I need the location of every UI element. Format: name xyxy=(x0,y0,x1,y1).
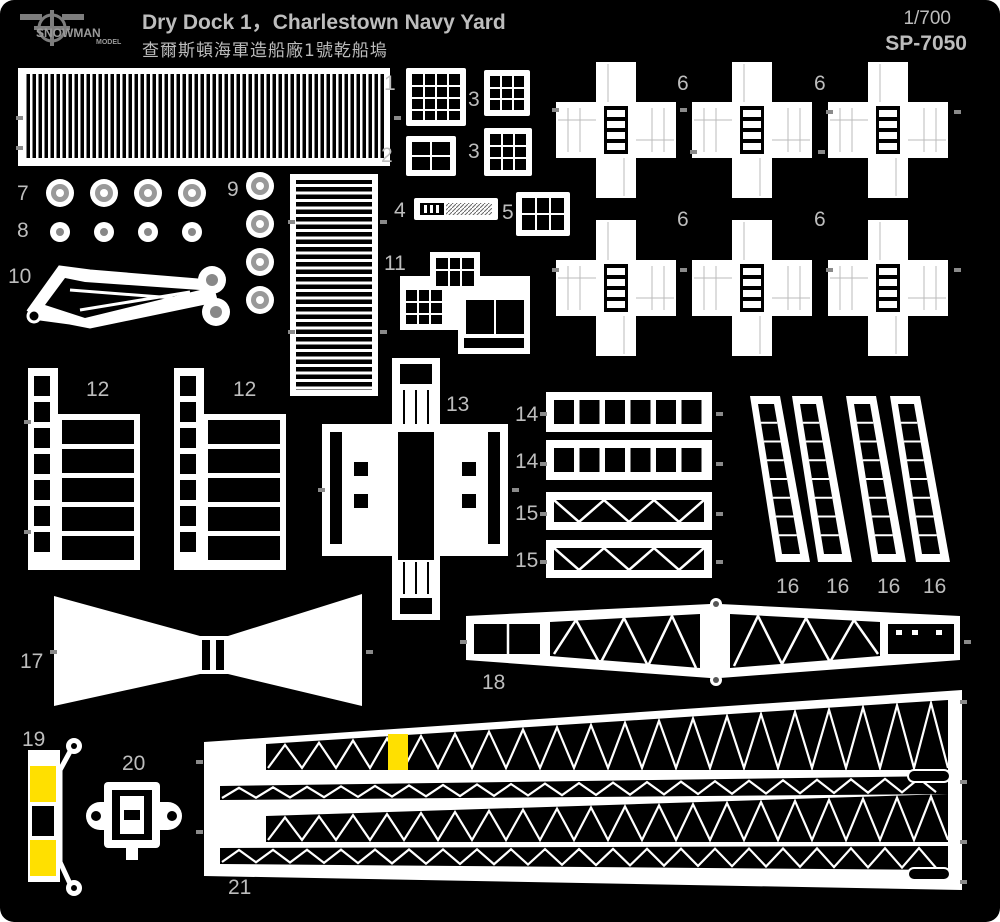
part-number: 13 xyxy=(446,393,470,416)
snowflake-icon xyxy=(20,10,84,46)
part-number: 14 xyxy=(515,403,539,426)
part-number: 16 xyxy=(826,575,850,598)
part-number: 14 xyxy=(515,450,539,473)
part-number: 6 xyxy=(677,208,689,231)
part-number: 9 xyxy=(227,178,239,201)
part-19-bracket xyxy=(28,738,82,896)
part-18-beam xyxy=(466,598,960,686)
part-11-frame xyxy=(400,252,530,354)
part-number: 18 xyxy=(482,671,506,694)
sheet-subtitle: 查爾斯頓海軍造船廠1號乾船塢 xyxy=(142,41,388,61)
part-17-bowtie xyxy=(54,594,362,706)
part-number: 4 xyxy=(394,199,406,222)
brand-logo: SNOWMAN MODEL xyxy=(14,10,136,58)
part-number: 16 xyxy=(877,575,901,598)
part-number: 5 xyxy=(502,201,514,224)
part-number: 17 xyxy=(20,650,44,673)
part-number: 21 xyxy=(228,876,252,899)
part-21-booms xyxy=(204,690,962,890)
part-number: 11 xyxy=(384,252,406,275)
part-number: 7 xyxy=(17,182,29,205)
part-number: 20 xyxy=(122,752,146,775)
product-code: SP-7050 xyxy=(885,32,967,55)
part-number: 16 xyxy=(923,575,947,598)
part-number: 6 xyxy=(814,72,826,95)
part-number: 8 xyxy=(17,219,29,242)
part-number: 10 xyxy=(8,265,32,288)
part-number: 3 xyxy=(468,88,480,111)
discs xyxy=(46,172,274,314)
part-20-bracket xyxy=(86,782,182,860)
part-14-15-bars xyxy=(546,392,712,578)
part-number: 12 xyxy=(233,378,257,401)
part-16-ladders xyxy=(750,396,950,562)
scale-label: 1/700 xyxy=(903,8,951,29)
stair-ladder xyxy=(290,174,378,396)
part-number: 6 xyxy=(677,72,689,95)
part-number: 15 xyxy=(515,549,539,572)
grille-top xyxy=(18,68,390,166)
brand-name: SNOWMAN xyxy=(36,26,101,40)
part-number: 6 xyxy=(814,208,826,231)
brand-subname: MODEL xyxy=(96,39,122,46)
sheet-title: Dry Dock 1，Charlestown Navy Yard xyxy=(142,11,506,34)
part-number: 3 xyxy=(468,140,480,163)
part-number: 12 xyxy=(86,378,110,401)
part-13-frame xyxy=(322,358,508,620)
part-12-panels xyxy=(28,368,286,570)
part-number: 2 xyxy=(381,144,393,167)
part-number: 16 xyxy=(776,575,800,598)
part-number: 19 xyxy=(22,728,46,751)
part-number: 15 xyxy=(515,502,539,525)
part-10-lever xyxy=(26,265,230,329)
part-number: 1 xyxy=(384,72,396,95)
part-4-strip xyxy=(414,198,498,220)
part-6-crosses xyxy=(556,62,948,356)
